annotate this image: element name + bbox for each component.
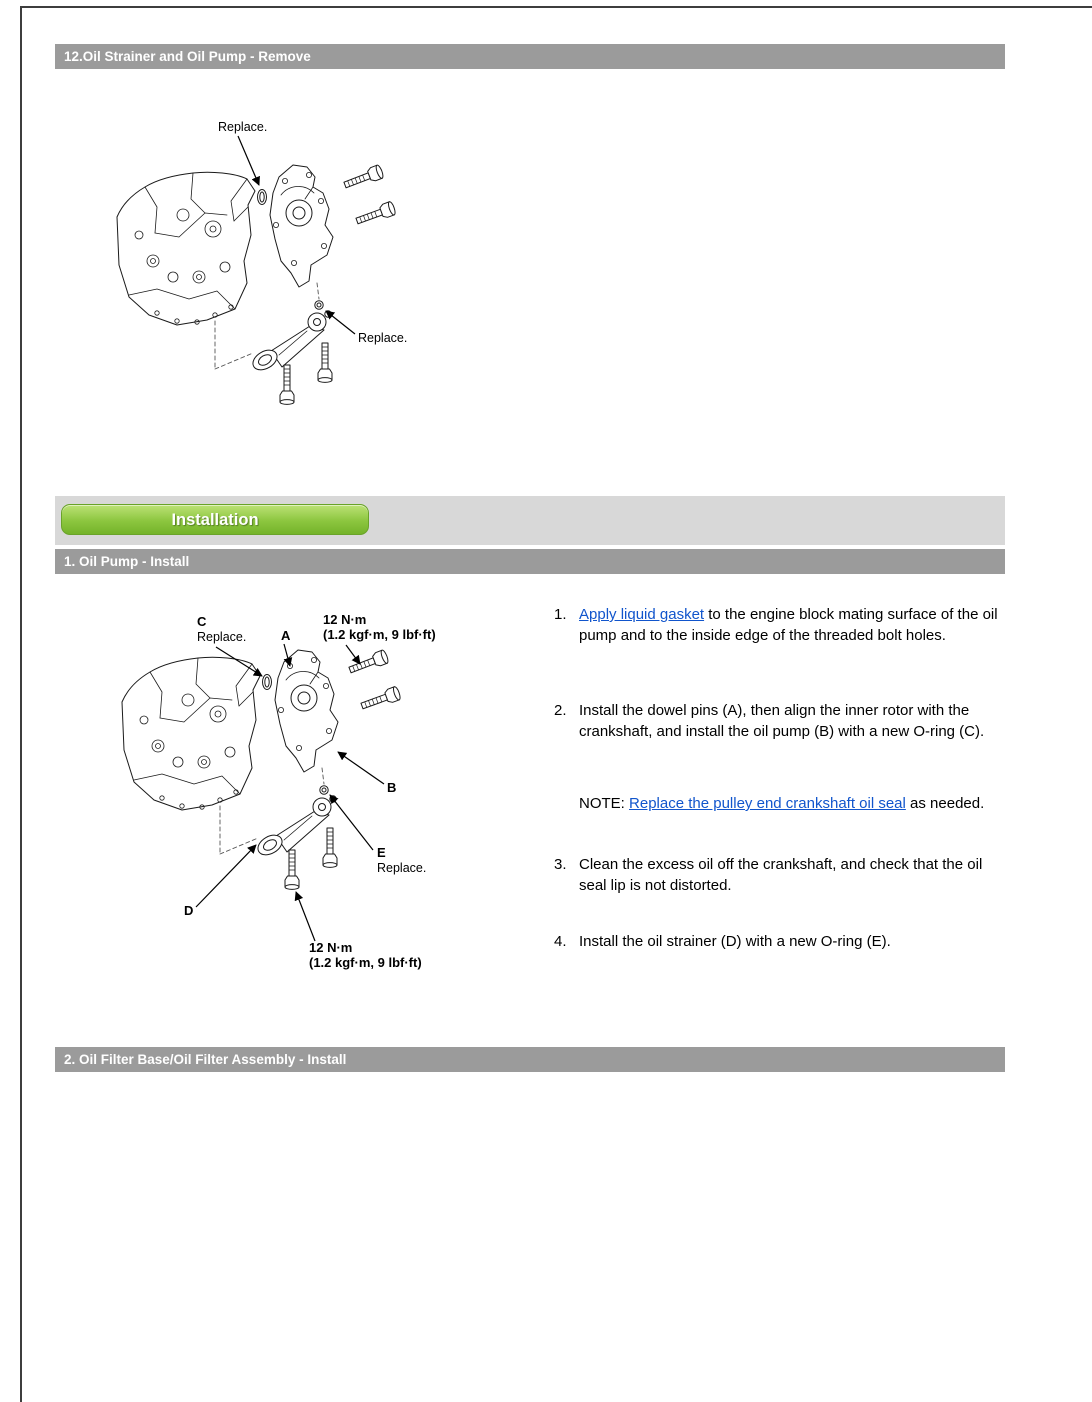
note-block: NOTE: Replace the pulley end crankshaft …: [579, 793, 1004, 814]
step-item-2: 2. Install the dowel pins (A), then alig…: [554, 700, 1004, 742]
replace-label-c: Replace.: [197, 630, 246, 644]
arrow-to-a: [283, 643, 293, 667]
torque-bottom-value: 12 N·m: [309, 940, 352, 955]
step-text: Apply liquid gasket to the engine block …: [579, 604, 1004, 646]
replace-crankshaft-oil-seal-link[interactable]: Replace the pulley end crankshaft oil se…: [629, 795, 906, 812]
step-item-1: 1. Apply liquid gasket to the engine blo…: [554, 604, 1004, 646]
part-label-a: A: [281, 628, 291, 643]
section-header-oil-pump-install: 1. Oil Pump - Install: [55, 549, 1005, 574]
arrow-to-c: [215, 646, 263, 677]
replace-label-e: Replace.: [377, 861, 426, 875]
step-number: 1.: [554, 606, 567, 623]
note-label: NOTE:: [579, 795, 630, 812]
part-label-d: D: [184, 903, 193, 918]
engine-assembly-art: [117, 164, 396, 404]
apply-liquid-gasket-link[interactable]: Apply liquid gasket: [579, 606, 705, 623]
engine-diagram-remove: Replace. Replace.: [95, 120, 407, 450]
arrow-to-bottom-bolt: [294, 891, 316, 942]
page-left-border: [20, 6, 22, 1402]
section-header-remove: 12.Oil Strainer and Oil Pump - Remove: [55, 44, 1005, 69]
replace-label-oring: Replace.: [358, 331, 407, 345]
arrow-to-b: [337, 751, 385, 785]
replace-label-gasket: Replace.: [218, 120, 267, 134]
arrow-to-e: [329, 794, 374, 851]
engine-diagram-install: C Replace. A 12 N·m (1.2 kgf·m, 9 lbf·ft…: [100, 612, 436, 970]
step-text: Install the dowel pins (A), then align t…: [579, 702, 985, 740]
torque-bottom-detail: (1.2 kgf·m, 9 lbf·ft): [309, 955, 422, 970]
note-text-after: as needed.: [905, 795, 985, 812]
part-label-b: B: [387, 780, 396, 795]
step-item-4: 4. Install the oil strainer (D) with a n…: [554, 931, 1004, 952]
part-label-e: E: [377, 845, 386, 860]
installation-button[interactable]: Installation: [61, 504, 369, 535]
arrow-to-d: [195, 844, 257, 908]
step-text-after: to the engine block mating surface of th…: [579, 606, 998, 644]
section-header-oil-filter-install: 2. Oil Filter Base/Oil Filter Assembly -…: [55, 1047, 1005, 1072]
step-text: Clean the excess oil off the crankshaft,…: [579, 856, 983, 894]
step-item-3: 3. Clean the excess oil off the cranksha…: [554, 854, 1004, 896]
torque-top-detail: (1.2 kgf·m, 9 lbf·ft): [323, 627, 436, 642]
arrow-to-oring: [325, 310, 356, 335]
engine-assembly-art: [122, 649, 401, 889]
part-label-c: C: [197, 614, 207, 629]
installation-section-bar: Installation: [55, 496, 1005, 545]
step-number: 4.: [554, 933, 567, 950]
step-number: 3.: [554, 856, 567, 873]
page-top-border: [20, 6, 1092, 8]
arrow-to-gasket: [237, 135, 260, 186]
step-text: Install the oil strainer (D) with a new …: [579, 933, 891, 950]
torque-top-value: 12 N·m: [323, 612, 366, 627]
arrow-to-top-bolt: [345, 644, 361, 665]
step-number: 2.: [554, 702, 567, 719]
